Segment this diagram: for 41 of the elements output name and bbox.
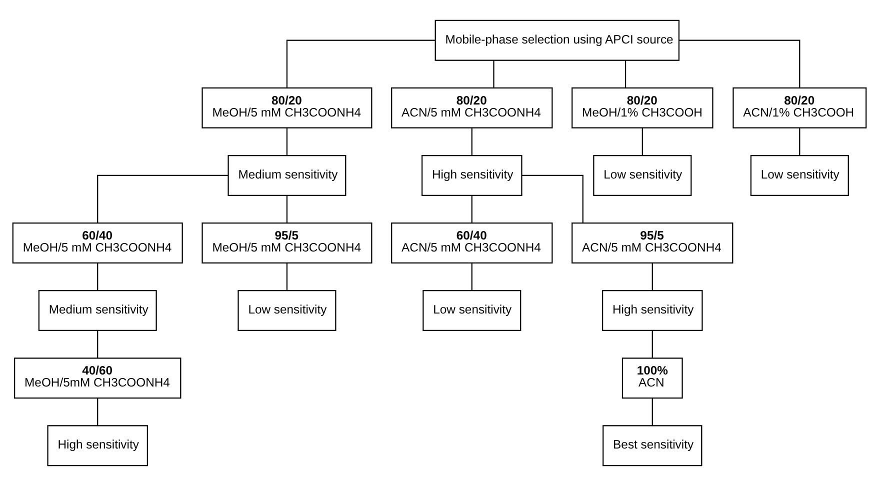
- node-box: 80/20 ACN/1% CH3COOH: [732, 87, 867, 128]
- connector: [652, 398, 653, 426]
- connector: [286, 196, 288, 223]
- connector: [642, 128, 643, 156]
- node-box: Medium sensitivity: [228, 154, 346, 196]
- connector: [471, 196, 472, 223]
- node-box: Best sensitivity: [602, 425, 702, 466]
- connector: [522, 174, 584, 223]
- connector: [97, 398, 98, 426]
- node-box: Low sensitivity: [593, 154, 692, 196]
- connector: [286, 40, 436, 88]
- node-box: 95/5 MeOH/5 mM CH3COONH4: [202, 222, 372, 264]
- connector: [652, 263, 653, 290]
- connector: [286, 128, 288, 156]
- node-box: High sensitivity: [47, 425, 148, 466]
- connector: [97, 174, 228, 223]
- node-box: 80/20 MeOH/5 mM CH3COONH4: [202, 87, 372, 128]
- connector: [97, 263, 98, 290]
- node-box: High sensitivity: [602, 290, 703, 332]
- node-box: Low sensitivity: [422, 290, 522, 332]
- connector: [624, 60, 626, 88]
- node-box: 40/60 MeOH/5mM CH3COONH4: [14, 358, 182, 399]
- node-box: Mobile-phase selection using APCI source: [434, 20, 680, 61]
- connector: [471, 263, 472, 290]
- node-box: 100% ACN: [622, 358, 683, 399]
- node-box: 60/40 ACN/5 mM CH3COONH4: [391, 222, 553, 264]
- connector: [97, 330, 98, 358]
- connector: [471, 128, 472, 156]
- connector: [286, 263, 288, 290]
- node-box: 60/40 MeOH/5 mM CH3COONH4: [12, 222, 183, 264]
- node-box: 95/5 ACN/5 mM CH3COONH4: [572, 222, 734, 264]
- node-box: High sensitivity: [422, 154, 522, 196]
- connector: [679, 40, 800, 88]
- node-box: Low sensitivity: [238, 290, 336, 332]
- node-box: 80/20 ACN/5 mM CH3COONH4: [391, 87, 553, 128]
- connector: [799, 128, 800, 156]
- node-box: Low sensitivity: [750, 154, 849, 196]
- node-box: Medium sensitivity: [38, 290, 157, 332]
- connector: [493, 60, 494, 88]
- node-box: 80/20 MeOH/1% CH3COOH: [572, 87, 714, 128]
- connector: [652, 330, 653, 358]
